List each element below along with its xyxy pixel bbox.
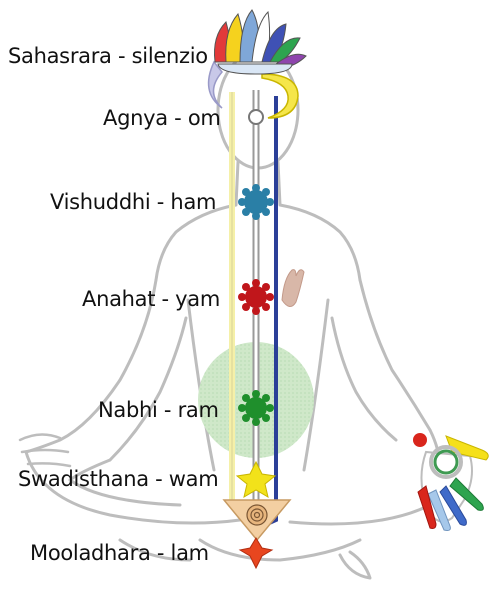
nabhi-chakra	[238, 390, 274, 426]
vishuddhi-chakra	[238, 184, 274, 220]
agnya-chakra	[249, 110, 263, 124]
anahat-chakra	[238, 279, 274, 315]
chakra-label-vishuddhi: Vishuddhi - ham	[50, 190, 216, 214]
mooladhara-chakra	[240, 538, 272, 568]
chakra-label-nabhi: Nabhi - ram	[98, 398, 219, 422]
hand-icon	[282, 270, 304, 307]
chakra-label-sahasrara: Sahasrara - silenzio	[8, 44, 208, 68]
lotus-icon	[214, 10, 306, 74]
right-hand	[413, 433, 488, 531]
chakra-label-anahat: Anahat - yam	[82, 287, 220, 311]
chakra-label-swadisthana: Swadisthana - wam	[18, 467, 218, 491]
chakra-label-agnya: Agnya - om	[103, 106, 221, 130]
chakra-label-mooladhara: Mooladhara - lam	[30, 541, 209, 565]
